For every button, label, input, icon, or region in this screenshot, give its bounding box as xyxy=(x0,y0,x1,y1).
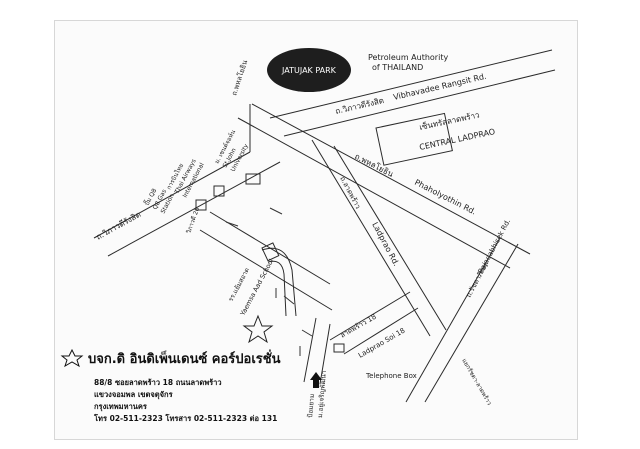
company-name: บจก.ดิ อินดิเพ็นเดนซ์ คอร์ปอเรชั่น xyxy=(88,352,281,367)
petroleum-label-2: of THAILAND xyxy=(372,63,423,72)
arrow-up-icon xyxy=(310,372,322,388)
address-line-2: แขวงจอมพล เขตจตุจักร xyxy=(94,390,173,399)
address-line-1: 88/8 ซอยลาดพร้าว 18 ถนนลาดพร้าว xyxy=(94,378,222,387)
star-icon xyxy=(242,314,274,344)
thai-airways-label: การบินไทย Thai Airways International xyxy=(165,158,206,199)
road-vibhavadee-left: ถ.วิภาวดีรังสิต xyxy=(95,210,143,242)
petroleum-label-1: Petroleum Authority xyxy=(368,53,448,62)
telephone-label: Telephone Box xyxy=(365,372,417,380)
company-block: บจก.ดิ อินดิเพ็นเดนซ์ คอร์ปอเรชั่น 88/8 … xyxy=(84,348,384,425)
st-john-label: ม. เซนต์จอห์น St.John University xyxy=(213,128,250,172)
road-network xyxy=(93,49,556,403)
road-ratchada-sub: แยกรัชดา-ลาดพร้าว xyxy=(460,358,492,407)
road-phaholyothin xyxy=(251,103,531,255)
company-star-icon xyxy=(60,348,84,368)
address-line-3: กรุงเทพมหานคร xyxy=(94,402,147,411)
road-phahol-top: ถ.พหลโยธิน xyxy=(229,59,249,97)
park-label: JATUJAK PARK xyxy=(281,66,337,75)
road-phahol-mid-th: ถ.พหลโยธิน xyxy=(353,151,396,179)
svg-text:ป้อมยาม: ป้อมยาม xyxy=(306,394,316,419)
phone-line: โทร 02-511-2323 โทรสาร 02-511-2323 ต่อ 1… xyxy=(94,414,278,423)
road-vibha-small: วิภาวดี 20 xyxy=(184,206,201,235)
jatujak-park xyxy=(267,48,351,92)
road-vibhavadee-en: Vibhavadee Rangsit Rd. xyxy=(392,72,487,102)
yaemsa-label: รร.แย้มสอาด Yaemsa Aad School xyxy=(227,257,276,317)
road-soi18-top: ลาดพร้าว 18 xyxy=(339,313,378,340)
central-en: CENTRAL LADPRAO xyxy=(419,127,496,152)
road-phaholyothin-edge xyxy=(237,117,511,269)
road-phahol-mid-en: Phaholyothin Rd. xyxy=(413,178,478,217)
road-ladprao-th: ถ.ลาดพร้าว xyxy=(338,175,362,210)
central-th: เซ็นทรัลลาดพร้าว xyxy=(418,109,480,132)
traffic-arrows xyxy=(225,207,313,356)
